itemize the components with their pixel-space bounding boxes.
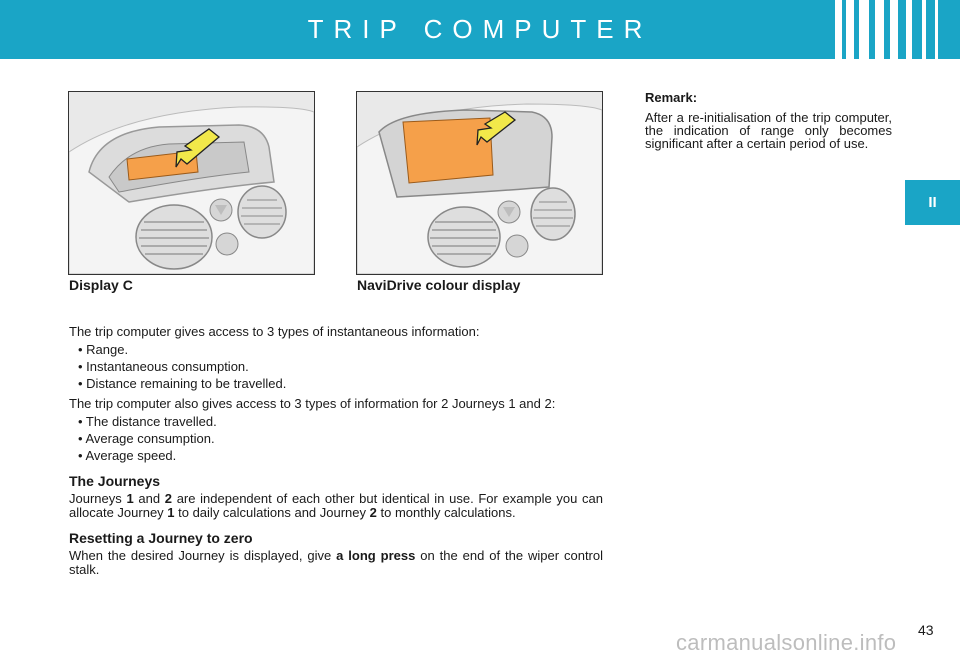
journeys-heading: The Journeys	[69, 473, 161, 489]
main-text: The trip computer gives access to 3 type…	[69, 325, 603, 581]
watermark: carmanualsonline.info	[676, 630, 897, 655]
remark-title: Remark:	[645, 90, 698, 105]
page-header: TRIP COMPUTER	[0, 0, 960, 59]
intro-paragraph-2: The trip computer also gives access to 3…	[69, 396, 556, 411]
intro-paragraph-1: The trip computer gives access to 3 type…	[69, 324, 480, 339]
reset-heading: Resetting a Journey to zero	[69, 530, 253, 546]
display-c-caption: Display C	[69, 277, 133, 293]
page-title: TRIP COMPUTER	[307, 14, 653, 44]
section-tab: II	[905, 180, 960, 225]
bullet-distance-travelled: • The distance travelled.	[78, 414, 217, 429]
bullet-average-speed: • Average speed.	[78, 448, 177, 463]
navidrive-caption: NaviDrive colour display	[357, 277, 521, 293]
bullet-distance-remaining: • Distance remaining to be travelled.	[78, 376, 287, 391]
reset-paragraph: When the desired Journey is displayed, g…	[69, 548, 603, 577]
page-number: 43	[918, 622, 934, 638]
bullet-range: • Range.	[78, 342, 129, 357]
navidrive-display-image	[356, 91, 603, 275]
section-tab-label: II	[928, 194, 937, 211]
header-stripes-graphic	[835, 0, 938, 59]
bullet-average-consumption: • Average consumption.	[78, 431, 215, 446]
remark-text: After a re-initialisation of the trip co…	[645, 110, 892, 151]
display-c-image	[68, 91, 315, 275]
journeys-paragraph: Journeys 1 and 2 are independent of each…	[69, 491, 603, 520]
bullet-instant-consumption: • Instantaneous consumption.	[78, 359, 249, 374]
remark-box: Remark: After a re-initialisation of the…	[645, 91, 892, 150]
